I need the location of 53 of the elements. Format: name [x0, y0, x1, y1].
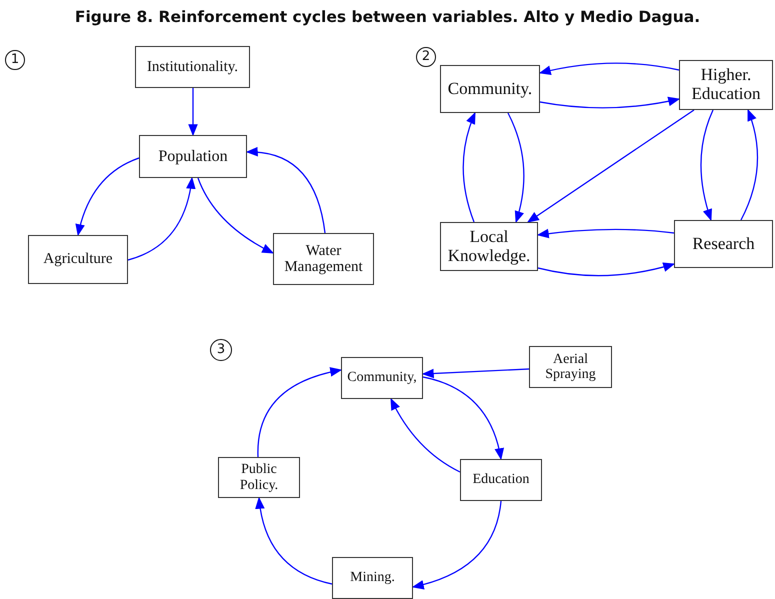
figure-title: Figure 8. Reinforcement cycles between variables. Alto y Medio Dagua. [74, 8, 702, 26]
arrow [507, 112, 524, 224]
arrow [422, 368, 530, 378]
node-label: Higher. Education [690, 66, 762, 104]
arrow [76, 157, 140, 236]
step-number-circle [5, 50, 25, 70]
variable-box [135, 46, 250, 88]
node-label: Mining. [350, 570, 395, 586]
arrow [128, 176, 196, 261]
node-label: Public Policy. [238, 462, 280, 493]
arrow [412, 500, 502, 590]
variable-box [679, 60, 773, 110]
variable-box [440, 222, 538, 271]
node-label: Institutionality. [146, 58, 238, 76]
node-label: Community, [347, 370, 417, 386]
node-label: Population [158, 148, 228, 166]
arrow [536, 228, 674, 238]
arrow [462, 112, 476, 222]
arrow [740, 108, 758, 220]
node-label: Aerial Spraying [544, 352, 597, 382]
arrow [256, 496, 332, 585]
variable-box [139, 135, 247, 178]
variable-box [460, 459, 542, 501]
arrow [257, 368, 342, 457]
node-label: Education [472, 472, 530, 488]
arrow [527, 110, 694, 223]
arrow [246, 147, 326, 234]
variable-box [332, 557, 413, 599]
node-label: Agriculture [43, 251, 113, 268]
variable-box [218, 457, 300, 498]
variable-box [529, 346, 612, 388]
arrow [390, 398, 460, 473]
node-label: Research [692, 234, 755, 254]
variable-box [440, 65, 540, 113]
arrow [422, 376, 504, 460]
arrow [188, 88, 198, 136]
step-number-circle [210, 339, 232, 361]
arrow [700, 110, 714, 222]
node-label: Local Knowledge. [446, 228, 532, 266]
variable-box [273, 233, 374, 285]
step-number: 1 [10, 52, 20, 68]
arrow [538, 262, 676, 276]
variable-box [341, 357, 423, 399]
step-number: 2 [422, 50, 430, 64]
node-label: Community. [448, 80, 532, 98]
arrow [540, 96, 680, 108]
variable-box [28, 235, 128, 284]
variable-box [674, 220, 773, 268]
step-number: 3 [216, 342, 226, 358]
arrow [538, 62, 680, 76]
node-label: Water Management [283, 242, 364, 276]
step-number-circle [416, 47, 436, 67]
arrow [197, 178, 274, 254]
